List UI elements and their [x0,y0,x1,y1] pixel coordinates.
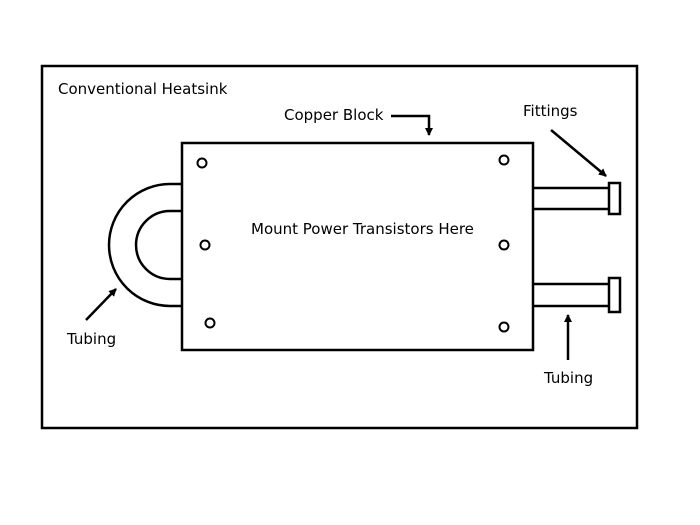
mounting-hole [196,157,208,169]
copper-block-label: Copper Block [284,106,384,124]
bottom-tube [533,282,609,308]
u-tubing [107,182,182,308]
outer-frame [40,64,639,430]
tubing-right-label: Tubing [544,369,594,387]
mounting-hole [498,321,510,333]
fittings-label: Fittings [523,102,578,120]
copper-block [180,141,535,352]
top-fitting [607,181,622,216]
mounting-holes [196,154,510,333]
copper-block-arrow [391,114,433,136]
mounting-hole [498,154,510,166]
fittings-arrow [550,129,607,177]
mount-transistors-label: Mount Power Transistors Here [251,220,474,238]
mounting-hole [204,317,216,329]
top-tube [533,186,609,211]
tubing-left-arrow [85,288,117,321]
mounting-hole [498,239,510,251]
frame-title: Conventional Heatsink [58,80,228,98]
mounting-hole [199,239,211,251]
bottom-fitting [607,276,622,314]
tubing-left-label: Tubing [67,330,117,348]
